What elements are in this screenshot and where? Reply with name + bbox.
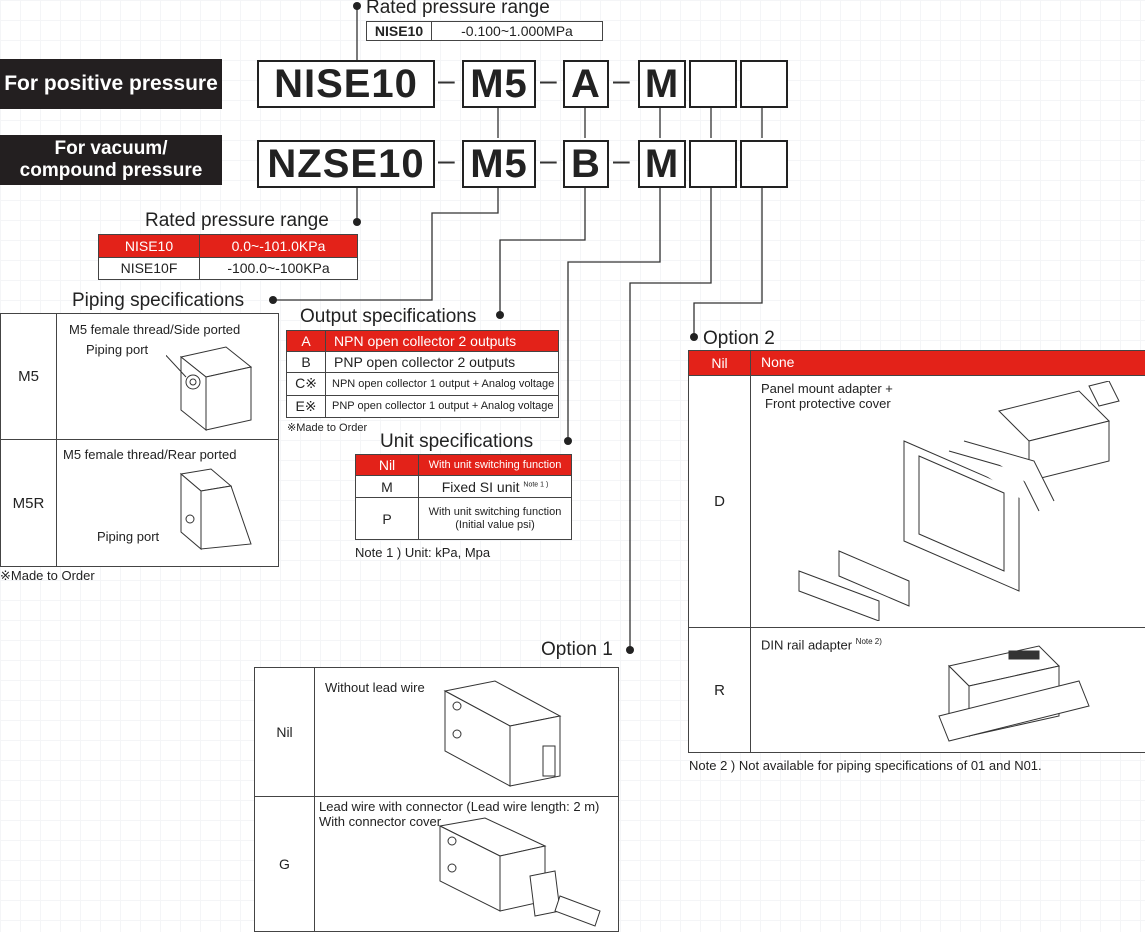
rated-range-value-0: 0.0~-101.0KPa bbox=[199, 234, 358, 258]
rated-range-value-1: -100.0~-100KPa bbox=[199, 256, 358, 280]
option2-desc-1: DIN rail adapter bbox=[761, 637, 853, 653]
output-table: A NPN open collector 2 outputs B PNP ope… bbox=[286, 329, 559, 419]
piping-code-0: M5 bbox=[18, 368, 39, 385]
din-rail-adapter-illustration bbox=[938, 645, 1090, 742]
piping-code-1: M5R bbox=[12, 494, 45, 512]
rated-range-model-1: NISE10F bbox=[98, 256, 200, 280]
top-range-model: NISE10 bbox=[366, 21, 432, 41]
top-range-table: NISE10 -0.100~1.000MPa bbox=[366, 21, 603, 41]
option1-desc-0: Without lead wire bbox=[325, 680, 425, 695]
option1-desc-1-line1: Lead wire with connector (Lead wire leng… bbox=[319, 799, 600, 814]
row2-series-box: NZSE10 bbox=[257, 140, 435, 188]
piping-title: Piping specifications bbox=[72, 290, 245, 311]
row2-dash-1: – bbox=[438, 144, 455, 177]
row1-dash-3: – bbox=[613, 64, 630, 97]
row2-dash-2: – bbox=[540, 144, 557, 177]
row1-dash-1: – bbox=[438, 64, 455, 97]
row1-series-box: NISE10 bbox=[257, 60, 435, 108]
top-range-title: Rated pressure range bbox=[366, 0, 550, 18]
unit-desc-0: With unit switching function bbox=[418, 454, 572, 476]
side-ported-sensor-illustration bbox=[166, 346, 253, 432]
unit-desc-1-cell: Fixed SI unit Note 1 ) bbox=[418, 475, 572, 498]
row2-piping-box: M5 bbox=[462, 140, 536, 188]
option1-code-1: G bbox=[279, 856, 290, 872]
output-desc-3: PNP open collector 1 output + Analog vol… bbox=[325, 394, 559, 419]
unit-note: Note 1 ) Unit: kPa, Mpa bbox=[355, 545, 491, 560]
vacuum-label-line2: compound pressure bbox=[19, 160, 203, 181]
piping-desc-1: M5 female thread/Rear ported bbox=[63, 447, 237, 462]
row1-dash-2: – bbox=[540, 64, 557, 97]
output-code-0: A bbox=[286, 329, 326, 353]
vacuum-pressure-label: For vacuum/ compound pressure bbox=[0, 135, 222, 185]
row2-output-box: B bbox=[563, 140, 609, 188]
row2-dash-3: – bbox=[613, 144, 630, 177]
unit-note1-sup: Note 1 ) bbox=[523, 480, 549, 488]
option2-desc-1-cell: DIN rail adapter Note 2) bbox=[761, 637, 882, 652]
option1-desc-1-line2: With connector cover bbox=[319, 814, 442, 829]
option2-code-1: R bbox=[714, 681, 725, 699]
unit-desc-2b: (Initial value psi) bbox=[455, 518, 535, 531]
positive-pressure-label: For positive pressure bbox=[0, 59, 222, 109]
option2-note: Note 2 ) Not available for piping specif… bbox=[689, 758, 1042, 773]
row1-option2-box bbox=[740, 60, 788, 108]
option2-header-code: Nil bbox=[711, 355, 728, 371]
output-code-2: C※ bbox=[286, 372, 326, 396]
unit-code-2: P bbox=[355, 497, 419, 540]
unit-desc-2: With unit switching function bbox=[428, 505, 562, 518]
row2-unit-box: M bbox=[638, 140, 686, 188]
output-code-1: B bbox=[286, 351, 326, 374]
unit-code-0: Nil bbox=[355, 454, 419, 476]
unit-table: Nil With unit switching function M Fixed… bbox=[355, 454, 572, 540]
piping-note: ※Made to Order bbox=[0, 568, 95, 583]
rated-range-table: NISE10 0.0~-101.0KPa NISE10F -100.0~-100… bbox=[98, 234, 358, 280]
option2-desc-0-line2: Front protective cover bbox=[765, 396, 891, 411]
unit-desc-1: Fixed SI unit bbox=[441, 478, 520, 495]
row1-unit-box: M bbox=[638, 60, 686, 108]
row1-output-box: A bbox=[563, 60, 609, 108]
option2-title: Option 2 bbox=[703, 328, 775, 349]
lead-wire-connector-illustration bbox=[438, 817, 601, 927]
row1-option1-box bbox=[689, 60, 737, 108]
unit-desc-2-cell: With unit switching function (Initial va… bbox=[418, 497, 572, 540]
piping-table: M5 M5 female thread/Side ported Piping p… bbox=[0, 313, 279, 567]
rated-range-title: Rated pressure range bbox=[145, 210, 329, 231]
option2-header-desc: None bbox=[761, 354, 795, 370]
option2-table: Nil None D Panel mount adapter + Front p… bbox=[688, 350, 1145, 753]
unit-code-1: M bbox=[355, 475, 419, 498]
piping-port-0: Piping port bbox=[86, 342, 149, 357]
row2-option2-box bbox=[740, 140, 788, 188]
output-desc-2: NPN open collector 1 output + Analog vol… bbox=[325, 372, 559, 396]
positive-pressure-text: For positive pressure bbox=[4, 72, 218, 95]
output-title: Output specifications bbox=[300, 306, 477, 327]
rear-ported-sensor-illustration bbox=[179, 468, 252, 551]
unit-title: Unit specifications bbox=[380, 431, 534, 452]
output-code-3: E※ bbox=[286, 394, 326, 419]
option2-desc-0-line1: Panel mount adapter + bbox=[761, 381, 893, 396]
piping-port-1: Piping port bbox=[97, 529, 160, 544]
option1-desc-1: Lead wire with connector (Lead wire leng… bbox=[319, 799, 599, 829]
top-range-value: -0.100~1.000MPa bbox=[431, 21, 603, 41]
option1-title: Option 1 bbox=[541, 639, 613, 660]
rated-range-model-0: NISE10 bbox=[98, 234, 200, 258]
output-desc-0: NPN open collector 2 outputs bbox=[325, 329, 559, 353]
option2-desc-0: Panel mount adapter + Front protective c… bbox=[761, 381, 893, 411]
piping-desc-0: M5 female thread/Side ported bbox=[69, 322, 241, 337]
panel-mount-adapter-illustration bbox=[798, 381, 1120, 621]
option2-code-0: D bbox=[714, 493, 725, 510]
output-desc-1: PNP open collector 2 outputs bbox=[325, 351, 559, 374]
option1-code-0: Nil bbox=[276, 724, 293, 740]
row1-piping-box: M5 bbox=[462, 60, 536, 108]
option2-note2-sup: Note 2) bbox=[855, 637, 882, 646]
without-lead-wire-illustration bbox=[443, 680, 562, 787]
row2-option1-box bbox=[689, 140, 737, 188]
vacuum-label-line1: For vacuum/ bbox=[54, 138, 168, 159]
output-note: ※Made to Order bbox=[287, 422, 368, 434]
option1-table: Nil Without lead wire G Lead wire with c… bbox=[254, 667, 619, 932]
